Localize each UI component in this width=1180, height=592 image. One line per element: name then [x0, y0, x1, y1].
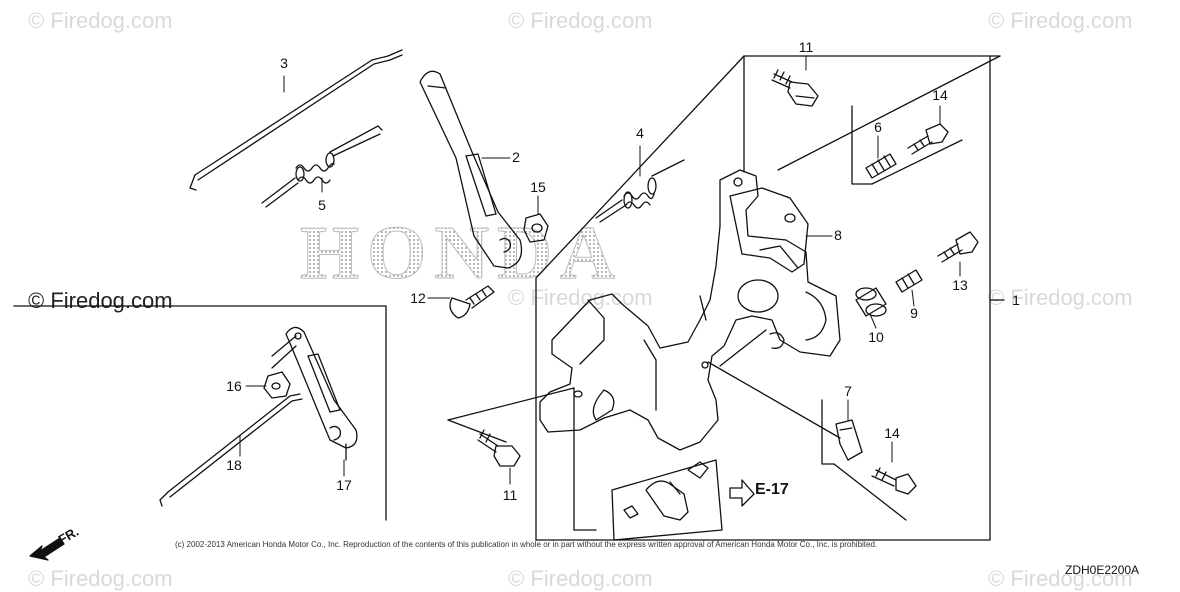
front-arrow [29, 537, 65, 561]
callout-leaders [239, 55, 961, 485]
callout-1: 1 [1012, 292, 1020, 308]
bracket-part-8 [729, 187, 809, 273]
callout-9: 9 [910, 305, 918, 321]
bolt-part-14-top [907, 123, 949, 155]
callout-6: 6 [874, 119, 882, 135]
honda-logo-background: HONDA [300, 211, 623, 296]
callout-5: 5 [318, 197, 326, 213]
callout-8: 8 [834, 227, 842, 243]
callout-13: 13 [952, 277, 968, 293]
nut-part-16 [263, 371, 291, 399]
collar-part-10 [855, 287, 887, 317]
watermark: © Firedog.com [988, 8, 1133, 33]
callout-14-bottom: 14 [884, 425, 900, 441]
watermark: © Firedog.com [508, 566, 653, 591]
callout-18: 18 [226, 457, 242, 473]
callout-11-top: 11 [799, 39, 814, 55]
callout-3: 3 [280, 55, 288, 71]
bolt-part-14-bottom [833, 463, 917, 521]
callout-11-bottom: 11 [503, 487, 518, 503]
callout-7: 7 [844, 383, 852, 399]
spring-part-4 [595, 159, 685, 223]
bolt-part-11-top [771, 69, 819, 107]
leader-lines-main [707, 329, 841, 439]
spring-part-5 [261, 125, 383, 208]
watermark: © Firedog.com [28, 8, 173, 33]
callout-2: 2 [512, 149, 520, 165]
watermark: © Firedog.com [988, 566, 1133, 591]
lever-part-2 [419, 70, 523, 269]
nut-part-15 [523, 213, 549, 243]
watermark: © Firedog.com [508, 8, 653, 33]
clip-part-7 [821, 399, 863, 465]
callout-12: 12 [410, 290, 426, 306]
bolt-part-13 [937, 231, 979, 263]
callout-15: 15 [530, 179, 546, 195]
plate-part-1 [539, 169, 841, 451]
callout-16: 16 [226, 378, 242, 394]
screw-part-12 [449, 285, 495, 319]
watermark: © Firedog.com [988, 285, 1133, 310]
lever-part-17 [285, 326, 358, 461]
diagram-code: ZDH0E2200A [1065, 563, 1140, 577]
bolt-part-11-bottom [477, 429, 521, 467]
rod-part-18 [159, 393, 303, 507]
callout-14-top: 14 [932, 87, 948, 103]
watermark: © Firedog.com [28, 566, 173, 591]
callout-10: 10 [868, 329, 884, 345]
watermark-dark: © Firedog.com [28, 288, 173, 313]
spring-part-6 [865, 153, 897, 179]
sub-assembly-box-e17 [611, 459, 755, 541]
copyright-notice: (c) 2002-2013 American Honda Motor Co., … [175, 540, 878, 549]
leader-lines-11 [447, 387, 597, 531]
watermark: © Firedog.com [508, 285, 653, 310]
callout-17: 17 [336, 477, 352, 493]
spring-part-9 [895, 269, 923, 293]
rod-part-3 [189, 49, 403, 191]
reference-label-e17: E-17 [755, 481, 789, 498]
callout-4: 4 [636, 125, 644, 141]
